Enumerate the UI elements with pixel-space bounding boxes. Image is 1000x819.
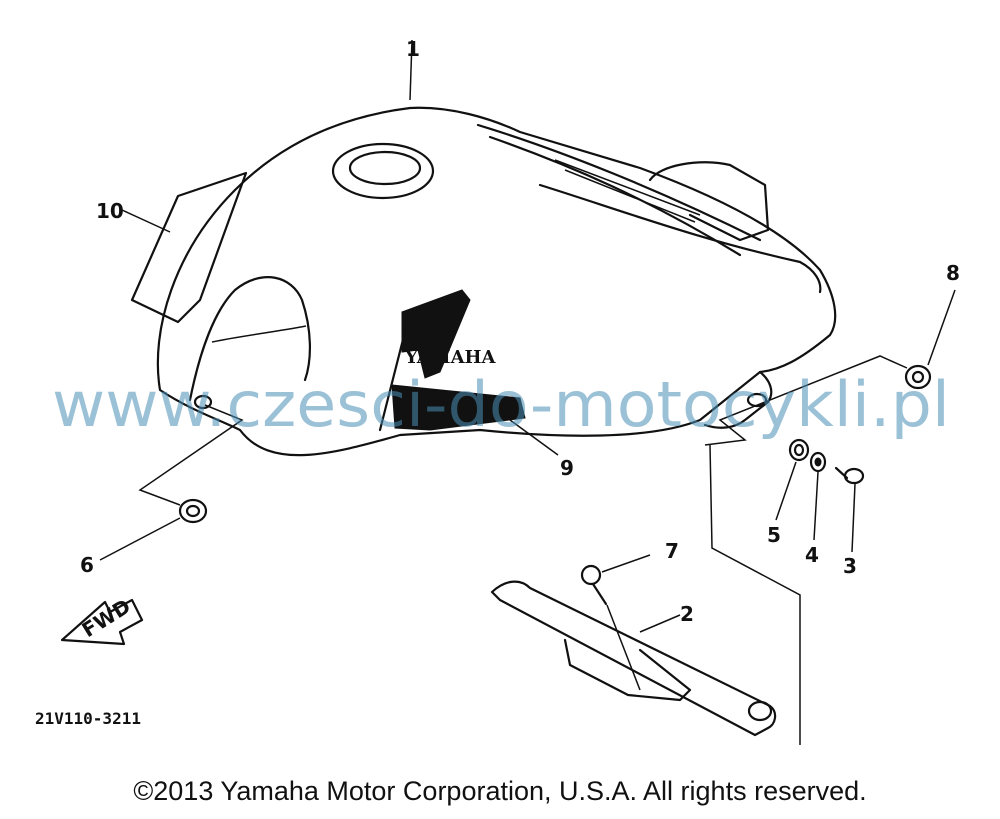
callout-8: 8: [946, 261, 960, 285]
callout-5: 5: [767, 523, 781, 547]
diagram-code: 21V110-3211: [35, 709, 141, 728]
callout-2: 2: [680, 602, 694, 626]
part-6-damper: [178, 498, 208, 524]
part-10-side-emblem: [130, 171, 248, 324]
callout-6: 6: [80, 553, 94, 577]
callout-7: 7: [665, 539, 679, 563]
part-1-fuel-tank: [156, 106, 837, 457]
callout-3: 3: [843, 554, 857, 578]
callout-4: 4: [805, 543, 819, 567]
part-4-washer: [809, 451, 827, 473]
callout-1: 1: [406, 37, 420, 61]
callout-9: 9: [560, 456, 574, 480]
copyright-notice: ©2013 Yamaha Motor Corporation, U.S.A. A…: [133, 776, 867, 806]
assembly-lines: [99, 39, 956, 745]
part-2-bracket: [490, 580, 777, 737]
forward-direction-arrow: FWD: [60, 594, 144, 646]
part-9-tank-emblem: YAMAHA: [378, 289, 526, 432]
part-8-damper: [904, 364, 932, 390]
part-3-bolt: [834, 466, 865, 485]
part-5-damper: [788, 438, 810, 462]
part-7-bolt: [580, 564, 608, 606]
fwd-label: FWD: [78, 594, 135, 642]
tank-brand-text: YAMAHA: [404, 347, 497, 368]
watermark-url: www.czesci-do-motocykli.pl: [52, 368, 950, 441]
callout-10: 10: [96, 199, 124, 223]
